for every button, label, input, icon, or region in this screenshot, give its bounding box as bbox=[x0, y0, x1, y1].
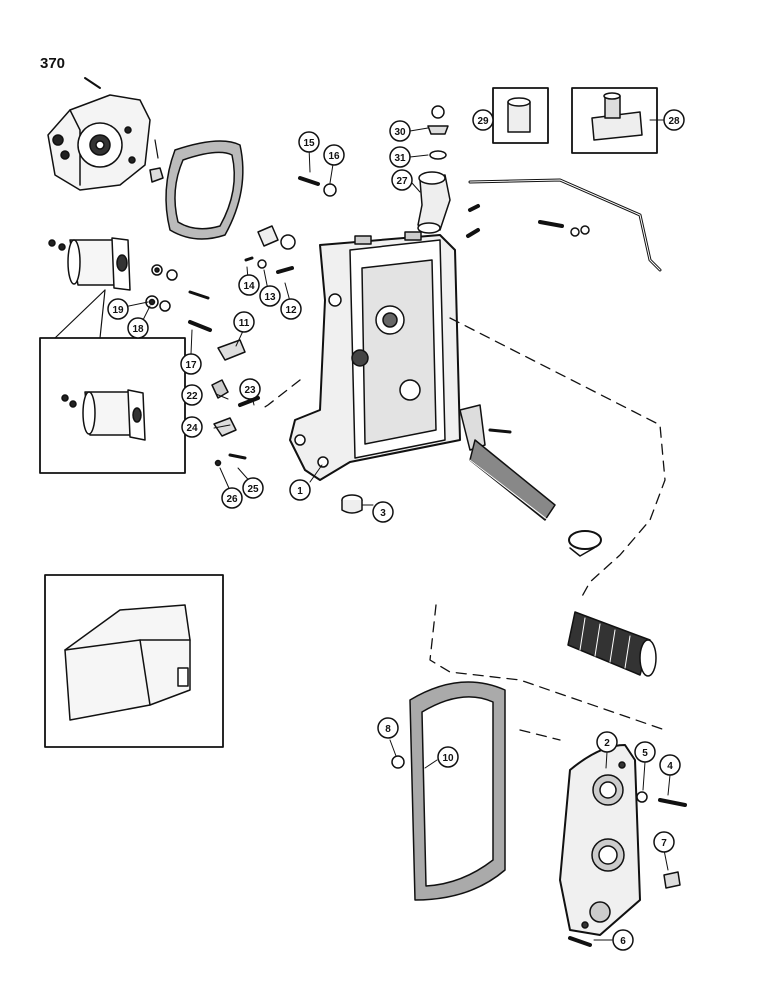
callout-19: 19 bbox=[107, 298, 129, 320]
seal-ring-parts bbox=[244, 176, 337, 274]
svg-text:18: 18 bbox=[132, 324, 144, 335]
svg-text:7: 7 bbox=[661, 838, 667, 849]
callout-17: 17 bbox=[180, 353, 202, 375]
main-housing bbox=[289, 231, 461, 481]
hose-clamp bbox=[568, 530, 602, 557]
svg-text:6: 6 bbox=[620, 936, 626, 947]
return-tube bbox=[466, 178, 662, 272]
callout-30: 30 bbox=[389, 120, 411, 142]
svg-text:3: 3 bbox=[380, 508, 386, 519]
svg-text:19: 19 bbox=[112, 305, 124, 316]
callout-11: 11 bbox=[233, 311, 255, 333]
callouts: 1 2 3 4 5 6 7 8 10 11 12 13 14 15 16 17 … bbox=[107, 109, 685, 951]
callout-29: 29 bbox=[472, 109, 494, 131]
page-number: 370 bbox=[40, 55, 66, 72]
box-part-29 bbox=[492, 87, 549, 144]
svg-text:27: 27 bbox=[396, 176, 408, 187]
svg-text:28: 28 bbox=[668, 116, 680, 127]
callout-18: 18 bbox=[127, 317, 149, 339]
callout-22: 22 bbox=[181, 384, 203, 406]
callout-24: 24 bbox=[181, 416, 203, 438]
svg-text:24: 24 bbox=[186, 423, 198, 434]
svg-text:26: 26 bbox=[226, 494, 238, 505]
callout-31: 31 bbox=[389, 146, 411, 168]
callout-6: 6 bbox=[612, 929, 634, 951]
housing-gasket bbox=[409, 681, 506, 901]
svg-text:12: 12 bbox=[285, 305, 297, 316]
cup-plug bbox=[341, 494, 363, 514]
grip-sleeve bbox=[567, 611, 657, 677]
svg-text:4: 4 bbox=[667, 761, 673, 772]
callout-23: 23 bbox=[239, 378, 261, 400]
svg-text:23: 23 bbox=[244, 385, 256, 396]
callout-10: 10 bbox=[437, 746, 459, 768]
pump-gasket bbox=[165, 140, 244, 240]
pump-assembly bbox=[47, 77, 164, 191]
svg-text:14: 14 bbox=[243, 281, 255, 292]
callout-12: 12 bbox=[280, 298, 302, 320]
callout-4: 4 bbox=[659, 754, 681, 776]
svg-text:8: 8 bbox=[385, 724, 391, 735]
elbow-fitting bbox=[417, 171, 451, 234]
dashed-leaders bbox=[259, 317, 666, 741]
rear-cover bbox=[559, 744, 641, 936]
svg-text:22: 22 bbox=[186, 391, 198, 402]
svg-text:30: 30 bbox=[394, 127, 406, 138]
svg-text:17: 17 bbox=[185, 360, 197, 371]
svg-text:2: 2 bbox=[604, 738, 610, 749]
callout-27: 27 bbox=[391, 169, 413, 191]
callout-3: 3 bbox=[372, 501, 394, 523]
svg-text:1: 1 bbox=[297, 486, 303, 497]
callout-25: 25 bbox=[242, 477, 264, 499]
callout-2: 2 bbox=[596, 731, 618, 753]
svg-text:25: 25 bbox=[247, 484, 259, 495]
callout-26: 26 bbox=[221, 487, 243, 509]
svg-text:11: 11 bbox=[239, 318, 250, 329]
callout-7: 7 bbox=[653, 831, 675, 853]
svg-text:29: 29 bbox=[477, 116, 489, 127]
callout-16: 16 bbox=[323, 144, 345, 166]
cover-hardware bbox=[391, 755, 687, 947]
box-part-28 bbox=[571, 87, 658, 154]
svg-text:15: 15 bbox=[303, 138, 315, 149]
callout-5: 5 bbox=[634, 741, 656, 763]
svg-text:16: 16 bbox=[328, 151, 340, 162]
callout-15: 15 bbox=[298, 131, 320, 153]
svg-text:10: 10 bbox=[442, 753, 454, 764]
callout-14: 14 bbox=[238, 274, 260, 296]
callout-1: 1 bbox=[289, 479, 311, 501]
callout-8: 8 bbox=[377, 717, 399, 739]
callout-13: 13 bbox=[259, 285, 281, 307]
svg-text:31: 31 bbox=[394, 153, 406, 164]
inset-box-tube bbox=[39, 289, 186, 474]
tube-fitting bbox=[48, 237, 131, 291]
inset-box-cover bbox=[44, 574, 224, 748]
svg-text:5: 5 bbox=[642, 748, 648, 759]
shift-lever bbox=[459, 404, 556, 521]
svg-text:13: 13 bbox=[264, 292, 276, 303]
breather-cap bbox=[427, 105, 449, 160]
callout-28: 28 bbox=[663, 109, 685, 131]
small-fittings-left bbox=[145, 264, 260, 467]
